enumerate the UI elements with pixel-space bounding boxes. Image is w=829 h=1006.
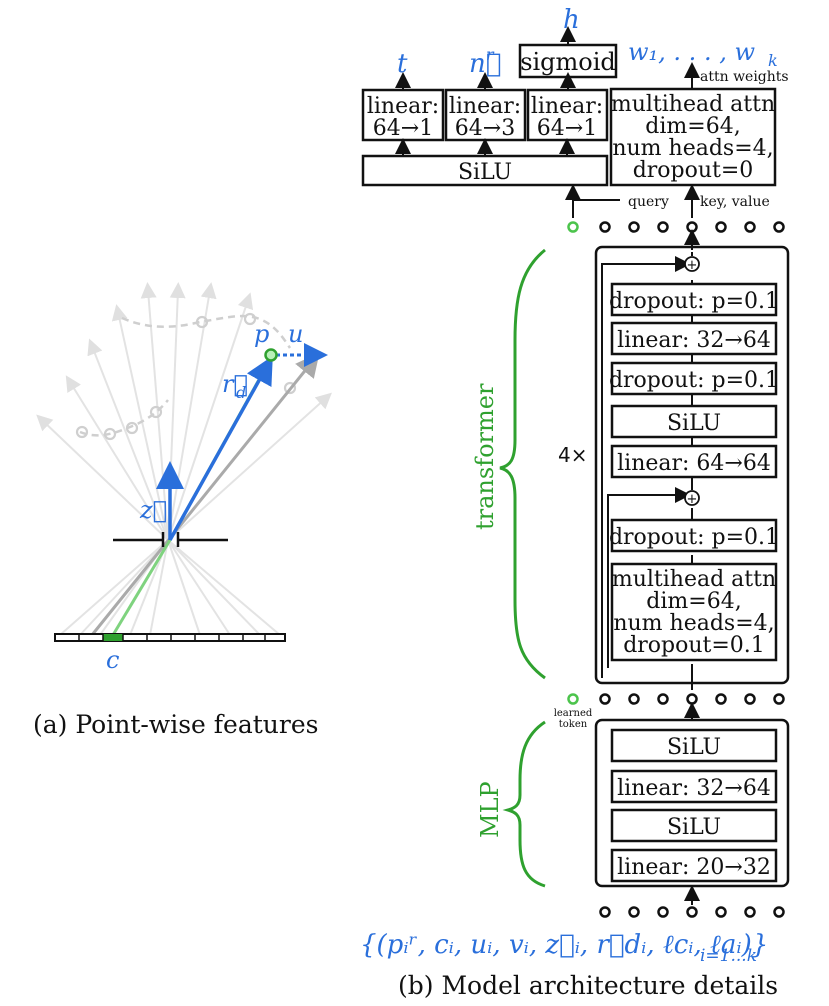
tf-attn-line4: dropout=0.1 bbox=[623, 633, 765, 658]
token-row-top bbox=[567, 221, 785, 233]
linear-head-n bbox=[444, 88, 527, 142]
head-attn-line1: multihead attn bbox=[611, 92, 775, 117]
mlp-layers: SiLU linear: 32→64 SiLU linear: 20→32 bbox=[610, 728, 778, 883]
mlp-label: MLP bbox=[476, 781, 504, 838]
transformer-layers: dropout: p=0.1 linear: 32→64 dropout: p=… bbox=[609, 282, 779, 662]
sigmoid-label: sigmoid bbox=[520, 48, 616, 76]
label-z: z⃗ bbox=[139, 496, 167, 524]
mlp-linear-32-64: linear: 32→64 bbox=[617, 776, 771, 801]
camera-aperture bbox=[113, 532, 228, 547]
tf-linear-32-64: linear: 32→64 bbox=[617, 328, 771, 353]
tf-dropout-mid: dropout: p=0.1 bbox=[609, 368, 779, 393]
sigmoid-box bbox=[518, 43, 618, 79]
head-silu-label: SiLU bbox=[458, 160, 512, 185]
green-ray bbox=[111, 539, 172, 636]
tf-attn-line3: num heads=4, bbox=[613, 611, 774, 636]
caption-b: (b) Model architecture details bbox=[398, 971, 778, 1000]
head-attn-line3: num heads=4, bbox=[612, 136, 773, 161]
label-u: u bbox=[288, 320, 303, 348]
rd-arrow bbox=[168, 355, 273, 541]
residual-add-top bbox=[684, 256, 700, 272]
output-w-sub: k bbox=[768, 51, 778, 70]
panel-a-diagram: p u r⃗ d z⃗ c (a) Point-wise features bbox=[33, 282, 332, 739]
tf-silu: SiLU bbox=[667, 411, 721, 436]
caption-a: (a) Point-wise features bbox=[33, 710, 318, 739]
residual-add-mid bbox=[684, 490, 700, 506]
tf-attn-line2: dim=64, bbox=[646, 589, 741, 614]
label-rd: r⃗ bbox=[222, 370, 248, 398]
tf-dropout-low: dropout: p=0.1 bbox=[609, 525, 779, 550]
point-p bbox=[264, 348, 278, 362]
output-w: w₁, . . . , w bbox=[628, 38, 755, 66]
head-multihead-attn bbox=[609, 87, 777, 187]
svg-text:+: + bbox=[687, 492, 698, 507]
linear-head-t-line2: 64→1 bbox=[373, 116, 433, 141]
label-c: c bbox=[106, 646, 119, 674]
attn-weights-label: attn weights bbox=[700, 69, 789, 85]
output-t: t bbox=[397, 49, 408, 79]
output-n-sup: r bbox=[486, 45, 495, 64]
label-rd-sub: d bbox=[236, 383, 246, 402]
label-p: p bbox=[254, 320, 269, 348]
head-silu bbox=[361, 154, 609, 187]
linear-head-h bbox=[526, 88, 609, 142]
gray-ray bbox=[90, 352, 320, 636]
head-attn-line2: dim=64, bbox=[645, 114, 740, 139]
linear-head-n-line2: 64→3 bbox=[455, 116, 515, 141]
linear-head-h-line1: linear: bbox=[531, 94, 603, 119]
learned-token-label-2: token bbox=[559, 719, 588, 730]
sample-points bbox=[75, 312, 297, 441]
tf-attn-line1: multihead attn bbox=[612, 567, 776, 592]
output-h: h bbox=[563, 5, 580, 35]
token-row-middle bbox=[567, 693, 785, 705]
linear-head-n-line1: linear: bbox=[449, 94, 521, 119]
mlp-silu-bottom: SiLU bbox=[667, 815, 721, 840]
linear-head-t-line1: linear: bbox=[367, 94, 439, 119]
image-sensor bbox=[54, 633, 286, 642]
mlp-brace bbox=[502, 720, 546, 888]
token-row-bottom bbox=[599, 906, 785, 918]
surface-curve-upper bbox=[121, 314, 292, 349]
transformer-brace bbox=[499, 248, 546, 680]
head-attn-line4: dropout=0 bbox=[633, 158, 754, 183]
mlp-linear-20-32: linear: 20→32 bbox=[617, 855, 771, 880]
mlp-silu-top: SiLU bbox=[667, 735, 721, 760]
tf-dropout-top: dropout: p=0.1 bbox=[609, 289, 779, 314]
repeat-label: 4× bbox=[558, 443, 587, 467]
input-formula-sub: i=1...k bbox=[700, 946, 757, 966]
query-label: query bbox=[628, 194, 669, 210]
key-value-label: key, value bbox=[700, 194, 770, 210]
linear-head-h-line2: 64→1 bbox=[537, 116, 597, 141]
panel-b-diagram: h t n⃗ r w₁, . . . , w k sigmoid attn we… bbox=[360, 5, 790, 1000]
learned-token-label-1: learned bbox=[554, 708, 593, 719]
tf-linear-64-64: linear: 64→64 bbox=[617, 451, 771, 476]
transformer-label: transformer bbox=[471, 383, 499, 530]
faint-rays bbox=[36, 282, 332, 636]
input-formula: {(pᵢʳ, cᵢ, uᵢ, vᵢ, z⃗ᵢ, r⃗dᵢ, ℓcᵢ, ℓaᵢ)} bbox=[360, 930, 768, 960]
svg-text:+: + bbox=[687, 258, 698, 273]
